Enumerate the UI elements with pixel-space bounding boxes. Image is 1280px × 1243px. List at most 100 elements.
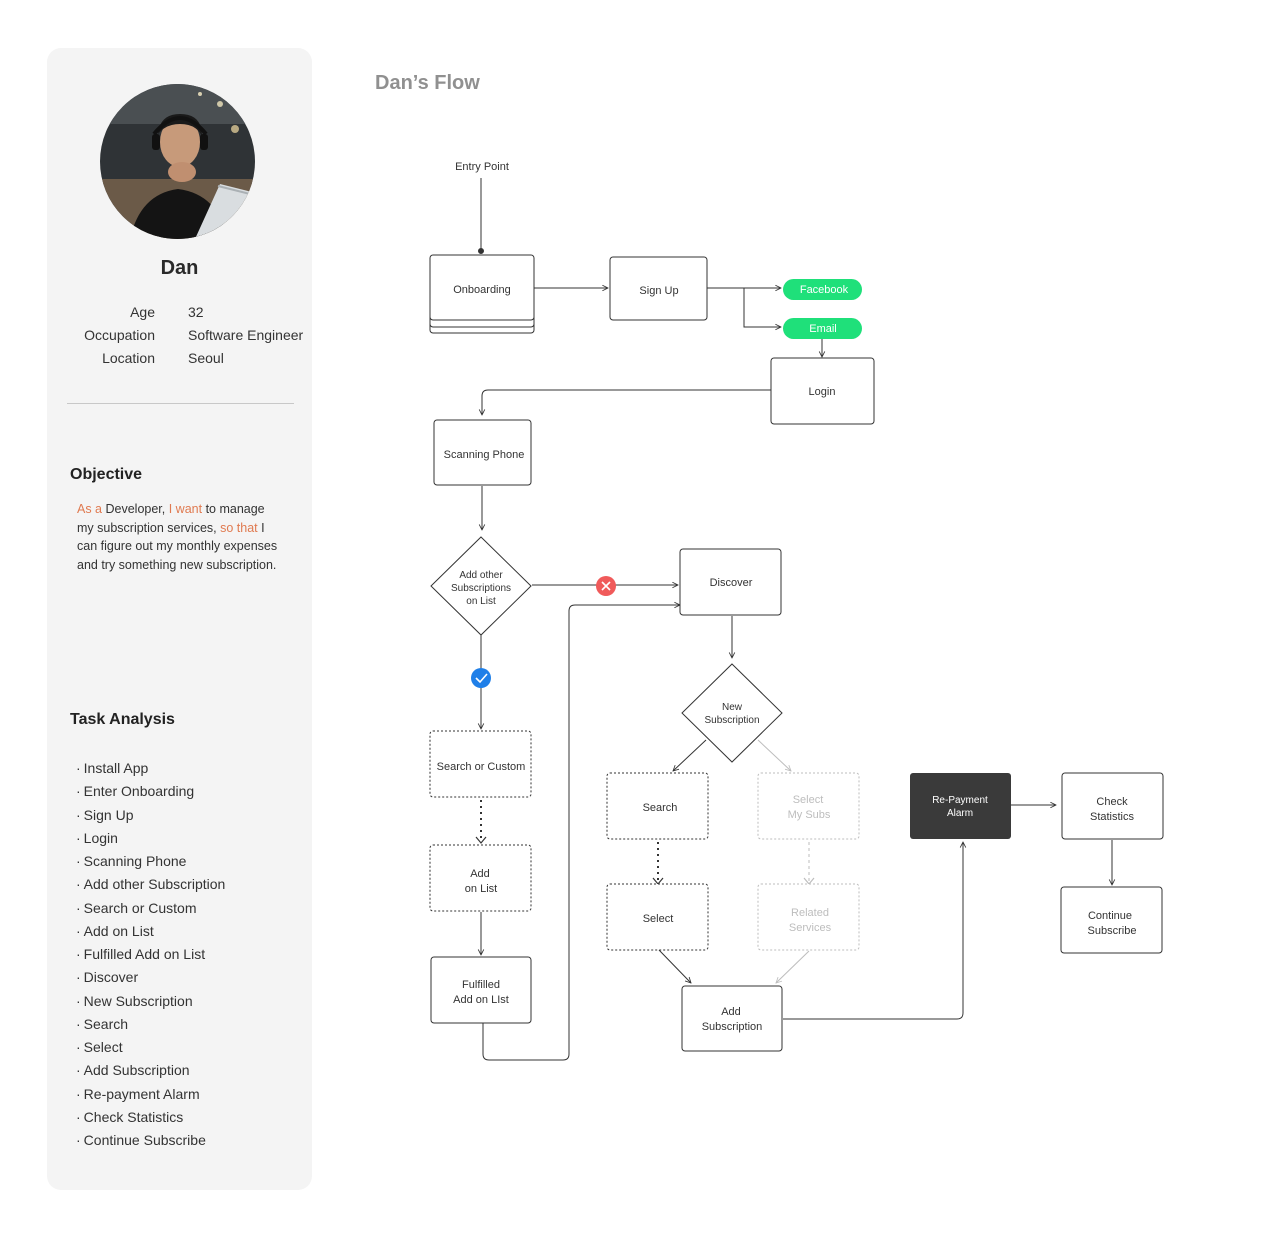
edge-addsub-repay [783,842,963,1020]
node-related-services-label: Related [791,907,829,919]
objective-text: As a Developer, I want to manage my subs… [77,500,282,574]
node-box [1060,886,1163,954]
entry-dot [478,248,484,254]
node-discover-label: Discover [710,577,753,589]
task-analysis-heading: Task Analysis [70,711,175,728]
node-box [606,883,709,951]
task-item: Fulfilled Add on List [76,944,225,967]
edge-login-scanning [482,389,771,415]
info-label-occupation: Occupation [84,327,155,343]
node-add-on-list: Add on List [429,844,532,912]
node-search-custom: Search or Custom [429,730,532,798]
objective-part: so that [220,520,258,535]
node-fulfilled-label: Add on LIst [453,994,509,1006]
task-item: Login [76,828,225,851]
node-box [910,773,1011,839]
node-box [681,985,783,1052]
edge-signup-email [743,288,781,327]
node-onboarding-label: Onboarding [453,284,511,296]
task-item: Add on List [76,921,225,944]
node-new-subscription-label: Subscription [704,715,759,726]
node-box [433,419,532,486]
node-scanning: Scanning Phone [433,419,532,486]
node-add-on-list-label: Add [470,868,490,880]
task-list: Install App Enter Onboarding Sign Up Log… [76,758,226,1154]
info-label-location: Location [102,350,155,366]
objective-part: Developer, [102,502,169,516]
task-item: Search or Custom [76,898,225,921]
node-fulfilled: Fulfilled Add on LIst [430,956,532,1024]
node-add-subscription: Add Subscription [681,985,783,1052]
node-search-custom-label: Search or Custom [437,761,526,773]
node-discover: Discover [679,548,782,616]
task-item: Check Statistics [76,1107,225,1130]
node-box [429,730,532,798]
task-item: Re-payment Alarm [76,1084,225,1107]
node-box [609,256,708,321]
task-item: Select [76,1037,225,1060]
node-login-label: Login [809,386,836,398]
node-box [757,883,860,951]
task-item: Add other Subscription [76,874,226,897]
info-label-age: Age [130,304,155,320]
pill [783,318,862,339]
diamond [681,663,783,763]
arrowhead [475,836,487,844]
node-new-subscription: New Subscription [681,663,783,763]
node-select-my-subs: Select My Subs [757,772,860,840]
node-select: Select [606,883,709,951]
node-fulfilled-label: Fulfilled [462,979,500,991]
node-search: Search [606,772,709,840]
task-item: Discover [76,967,225,990]
node-add-subscription-label: Add [721,1006,741,1018]
node-search-label: Search [643,802,678,814]
avatar-photo [100,84,255,239]
node-email-label: Email [809,323,837,335]
node-select-my-subs-label: My Subs [788,809,831,821]
node-check-statistics-label: Check [1096,796,1128,808]
flow-connectors [478,178,1113,1061]
entry-point-label: Entry Point [455,161,509,173]
node-select-label: Select [643,913,674,925]
info-value-age: 32 [188,304,204,320]
node-related-services: Related Services [757,883,860,951]
task-item: Enter Onboarding [76,781,225,804]
node-repayment-label: Re-Payment [932,795,988,806]
node-facebook: Facebook [783,279,862,300]
node-continue-subscribe-label: Subscribe [1088,925,1137,937]
task-item: Install App [76,758,225,781]
node-box [429,254,535,321]
node-related-services-label: Services [789,922,832,934]
node-check-statistics: Check Statistics [1061,772,1164,840]
node-login: Login [770,357,875,425]
node-box [770,357,875,425]
node-new-subscription-label: New [722,702,743,713]
node-email: Email [783,318,862,339]
node-onboarding: Onboarding [429,254,535,334]
edge-newsub-search [673,739,707,771]
node-scanning-label: Scanning Phone [444,449,525,461]
node-add-other: Add other Subscriptions on List [430,536,532,636]
node-continue-subscribe-label: Continue [1088,910,1132,922]
flow-title: Dan’s Flow [375,72,480,94]
node-facebook-label: Facebook [800,284,849,296]
node-add-on-list-label: on List [465,883,497,895]
node-check-statistics-label: Statistics [1090,811,1135,823]
edge-newsub-selectsubs [757,739,791,771]
node-box [757,772,860,840]
flow-dotted-connectors [480,800,659,880]
node-select-my-subs-label: Select [793,794,824,806]
node-add-other-label: Add other [459,570,503,581]
objective-part: to manage my subscription services, [77,502,265,535]
persona-name: Dan [160,257,199,279]
objective-part: As a [77,502,103,516]
task-item: Continue Subscribe [76,1130,225,1153]
node-box [679,548,782,616]
node-add-subscription-label: Subscription [702,1021,763,1033]
reject-icon [596,576,616,596]
pill [783,279,862,300]
node-box [429,844,532,912]
diamond [430,536,532,636]
flow-faded-connectors [757,739,810,983]
